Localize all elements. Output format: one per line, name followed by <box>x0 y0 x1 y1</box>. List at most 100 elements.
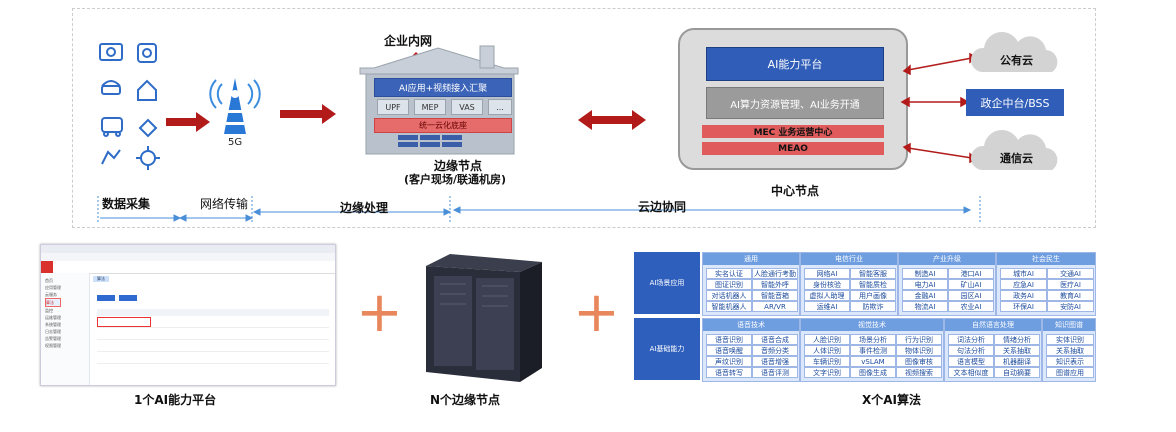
menu-item-6[interactable]: 系统管理 <box>45 322 61 327</box>
algo-item: 句法分析 <box>948 345 994 356</box>
algo-row1-label-box: AI场景应用 <box>634 252 700 314</box>
unified-cloud-base-label: 统一云化底座 <box>419 121 467 130</box>
algo-item: 医疗AI <box>1047 279 1094 290</box>
algo-item: 语音评测 <box>752 367 798 378</box>
arrow-devices-to-tower <box>166 112 210 132</box>
plus-sign-1: + <box>356 280 403 345</box>
algo-panel-r2-0: 语音技术语音识别语音合成语音唤醒音频分类声纹识别语音增强语音转写语音评测 <box>702 318 800 382</box>
menu-item-5[interactable]: 运维管理 <box>45 315 61 320</box>
algo-item: 语音增强 <box>752 356 798 367</box>
content-tab[interactable]: 算法 <box>93 276 109 282</box>
algo-item: 自动摘要 <box>994 367 1040 378</box>
algo-panel-r2-3: 知识图谱实体识别关系抽取知识表示图谱应用 <box>1042 318 1096 382</box>
module-mep-label: MEP <box>421 102 439 112</box>
platform-screenshot: 首页 应用管理 云服务 算法 监控 运维管理 系统管理 日志管理 告警管理 权限… <box>40 244 336 386</box>
algo-item: 物流AI <box>902 301 948 312</box>
gov-bss-box: 政企中台/BSS <box>966 89 1064 116</box>
menu-item-0[interactable]: 首页 <box>45 278 53 283</box>
double-arrow-edge-center <box>578 110 646 130</box>
arrow-tower-to-edge <box>280 104 336 124</box>
algo-item: 图谱应用 <box>1046 367 1094 378</box>
algo-item: 智能机器人 <box>706 301 752 312</box>
drone-icon <box>138 118 158 138</box>
menu-item-2[interactable]: 云服务 <box>45 292 57 297</box>
algo-panel-title: 语音技术 <box>703 319 799 331</box>
algo-item: 车辆识别 <box>804 356 850 367</box>
watch-icon <box>137 43 157 63</box>
algo-panel-title: 电信行业 <box>801 253 897 265</box>
algo-item: 机器翻译 <box>994 356 1040 367</box>
menu-item-4[interactable]: 监控 <box>45 308 53 313</box>
vr-icon <box>101 80 121 87</box>
algo-item: 知识表示 <box>1046 356 1094 367</box>
algo-item: 实名认证 <box>706 268 752 279</box>
edge-node-label: 边缘节点 <box>434 159 483 173</box>
menu-item-8[interactable]: 告警管理 <box>45 336 61 341</box>
menu-item-3[interactable]: 算法 <box>45 298 61 307</box>
algo-item: 安防AI <box>1047 301 1094 312</box>
algo-item: 政务AI <box>1000 290 1047 301</box>
import-button[interactable] <box>119 295 137 301</box>
algo-item: 环保AI <box>1000 301 1047 312</box>
algo-item: 对话机器人 <box>706 290 752 301</box>
algo-item: 网络AI <box>804 268 850 279</box>
algo-panel-title: 通用 <box>703 253 799 265</box>
module-mep: MEP <box>414 99 446 115</box>
algo-item: 智能音箱 <box>752 290 798 301</box>
algo-item: 语言模型 <box>948 356 994 367</box>
stage-edge-processing: 边缘处理 <box>340 201 389 215</box>
algo-item: 城市AI <box>1000 268 1047 279</box>
stage-cloud-edge-collab: 云边协同 <box>638 200 687 214</box>
mec-ops-box: MEC 业务运营中心 <box>702 125 884 138</box>
algo-item: 农业AI <box>948 301 994 312</box>
algo-caption: X个AI算法 <box>862 393 922 407</box>
algo-item: 语音识别 <box>706 334 752 345</box>
algo-item: 人脸通行考勤 <box>752 268 798 279</box>
module-vas: VAS <box>451 99 483 115</box>
algo-panel-title: 社会民生 <box>997 253 1095 265</box>
algo-item: 运维AI <box>804 301 850 312</box>
telecom-cloud-label: 通信云 <box>1000 152 1033 165</box>
app-header <box>41 261 335 274</box>
edge-ai-app-box: AI应用+视频接入汇聚 <box>374 78 512 97</box>
algo-item: 交通AI <box>1047 268 1094 279</box>
app-logo <box>41 261 53 273</box>
5g-tower-icon <box>209 78 261 134</box>
algo-item: 智能外呼 <box>752 279 798 290</box>
module-more-label: ... <box>496 102 504 112</box>
algo-panel-title: 自然语言处理 <box>945 319 1041 331</box>
smart-home-icon <box>137 79 157 101</box>
algo-item: 物体识别 <box>896 345 942 356</box>
algo-row2-label-box: AI基础能力 <box>634 318 700 380</box>
module-more: ... <box>488 99 512 115</box>
menu-item-1[interactable]: 应用管理 <box>45 285 61 290</box>
algo-item: 图像审核 <box>896 356 942 367</box>
menu-item-7[interactable]: 日志管理 <box>45 329 61 334</box>
algo-row1-label: AI场景应用 <box>649 279 685 287</box>
module-upf-label: UPF <box>385 102 401 112</box>
center-connectors <box>900 52 978 164</box>
algo-panel-r2-2: 自然语言处理词法分析情绪分析句法分析关系抽取语言模型机器翻译文本相似度自动摘要 <box>944 318 1042 382</box>
plus-sign-2: + <box>573 280 620 345</box>
browser-bar <box>41 245 335 253</box>
add-button[interactable] <box>97 295 115 301</box>
algo-item: 文本相似度 <box>948 367 994 378</box>
ai-resource-mgmt-box: AI算力资源管理、AI业务开通 <box>706 87 884 119</box>
algo-item: AR/VR <box>752 301 798 312</box>
highlighted-cell <box>97 317 151 327</box>
algo-item: 图像生成 <box>850 367 896 378</box>
algo-item: 事件检测 <box>850 345 896 356</box>
meao-label: MEAO <box>778 143 808 154</box>
algo-panel-title: 产业升级 <box>899 253 995 265</box>
algo-item: 电力AI <box>902 279 948 290</box>
ai-platform-label: AI能力平台 <box>767 58 823 71</box>
menu-item-9[interactable]: 权限管理 <box>45 343 61 348</box>
robot-arm-icon <box>101 149 121 165</box>
algo-item: 音频分类 <box>752 345 798 356</box>
module-upf: UPF <box>377 99 409 115</box>
center-node-label: 中心节点 <box>771 184 820 198</box>
